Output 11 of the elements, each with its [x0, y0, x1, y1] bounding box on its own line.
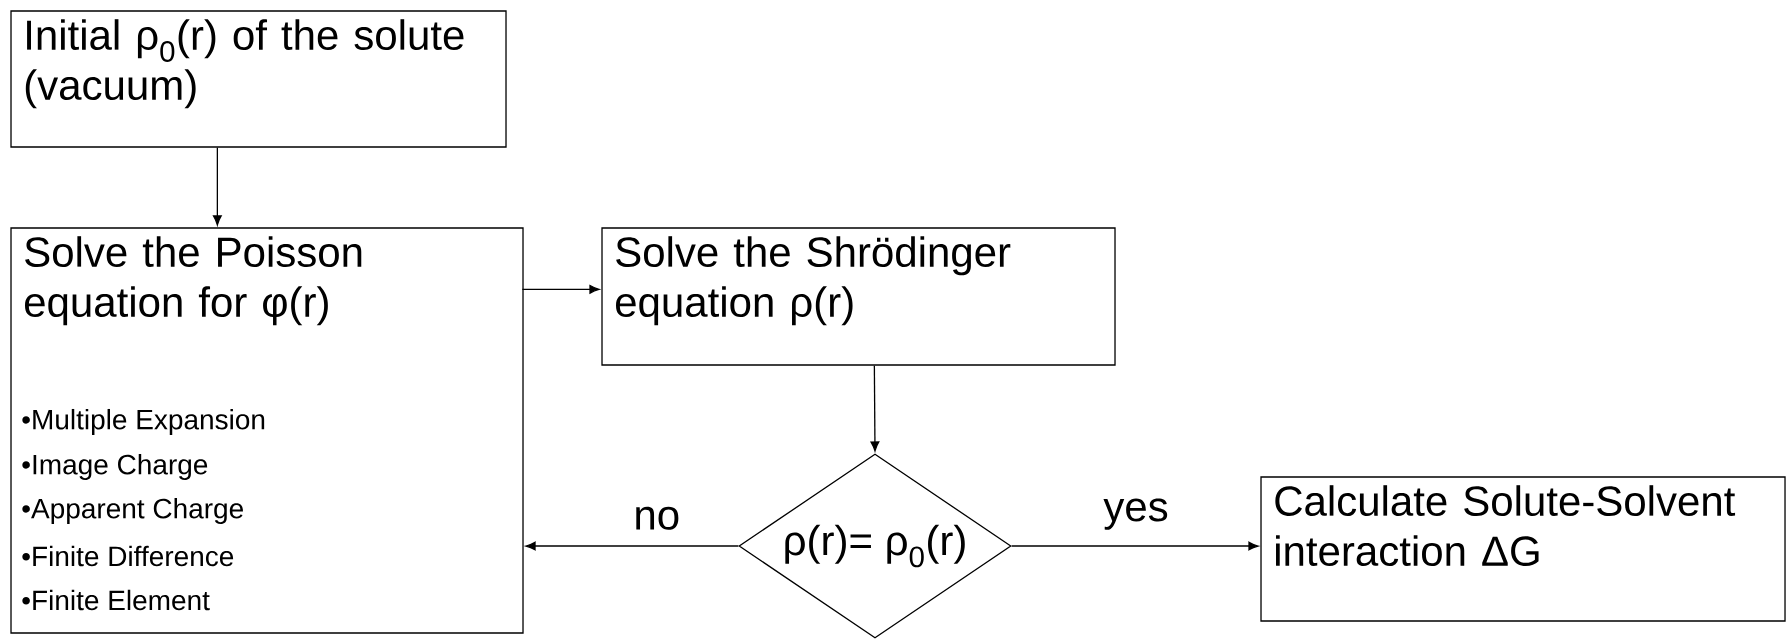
process-box: Solve the Poisson equation for φ(r) •Multiple Expansion •Image Charge •Apparent Charge •Finite Difference •Finite Element [10, 227, 524, 634]
process-box: Initial ρ$_{0}$(r) of the solute (vacuum) [10, 10, 507, 148]
arrow [212, 147, 222, 226]
arrow [870, 365, 880, 452]
arrow [525, 541, 739, 551]
arrow [1011, 541, 1259, 551]
edge-label: yes [1103, 498, 1168, 530]
process-box: Calculate Solute-Solvent interaction ΔG [1260, 476, 1786, 622]
process-box: Solve the Shrödinger equation ρ(r) [601, 227, 1116, 366]
edge-label: no [636, 506, 679, 530]
arrow [521, 284, 600, 294]
